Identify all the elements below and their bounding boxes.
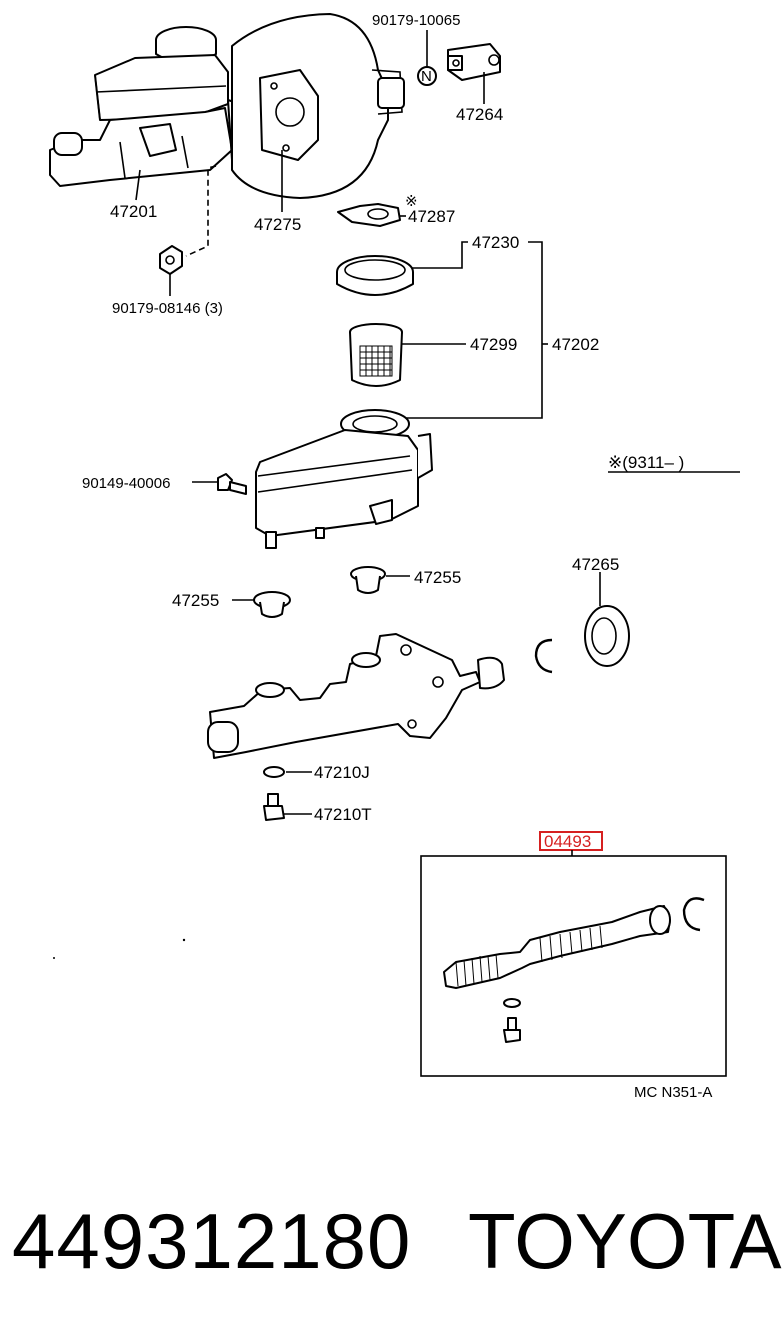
cap-47230 xyxy=(336,255,414,296)
stray-dot xyxy=(53,957,55,959)
grommet-47255-right xyxy=(350,566,386,594)
stray-dot xyxy=(182,938,186,942)
clevis-47264 xyxy=(447,43,501,81)
note-9311: ※(9311– ) xyxy=(608,453,684,472)
kit-washer-icon xyxy=(503,998,521,1008)
seal-47265 xyxy=(584,605,630,667)
snap-ring-icon xyxy=(534,638,553,674)
part-label-47202: 47202 xyxy=(552,335,599,354)
part-label-47287-mark: ※ xyxy=(405,193,418,210)
reservoir-47202 xyxy=(255,409,433,549)
part-label-47265: 47265 xyxy=(572,555,619,574)
part-label-90149-40006: 90149-40006 xyxy=(82,475,170,492)
master-cylinder-body xyxy=(207,633,505,759)
footer-part-number: 449312180 xyxy=(12,1197,412,1285)
part-label-47275: 47275 xyxy=(254,215,301,234)
part-label-47201: 47201 xyxy=(110,202,157,221)
kit-bleeder-icon xyxy=(503,1017,521,1043)
bolt-90149-40006 xyxy=(217,473,247,495)
kit-snap-ring-icon xyxy=(682,897,705,932)
repair-kit-box xyxy=(420,855,727,1077)
part-label-47287: 47287 xyxy=(408,207,455,226)
bracket-47202 xyxy=(405,241,543,419)
footer-brand: TOYOTA xyxy=(468,1197,782,1285)
dashed-leader-90179-08146 xyxy=(185,165,217,257)
master-cylinder-assembly-top xyxy=(49,26,255,187)
piston-assembly-kit xyxy=(443,905,671,989)
leader-47230 xyxy=(412,241,468,269)
brake-booster xyxy=(231,13,405,199)
plate-47287 xyxy=(337,203,401,227)
figure-code: MC N351-A xyxy=(634,1084,712,1101)
part-label-47210T: 47210T xyxy=(314,805,372,824)
leader-47201 xyxy=(135,169,141,201)
bleeder-47210T xyxy=(263,793,285,821)
part-label-47230: 47230 xyxy=(472,233,519,252)
nut-N-label: N xyxy=(421,68,432,85)
kit-label-highlight xyxy=(539,831,603,851)
part-label-47255-left: 47255 xyxy=(172,591,219,610)
part-label-04493: 04493 xyxy=(544,832,591,851)
nut-90179-08146 xyxy=(159,245,183,275)
part-label-47264: 47264 xyxy=(456,105,503,124)
grommet-47255-left xyxy=(253,591,291,618)
strainer-47299 xyxy=(349,323,403,387)
washer-47210J xyxy=(263,766,285,778)
part-label-47210J: 47210J xyxy=(314,763,370,782)
part-label-47255-right: 47255 xyxy=(414,568,461,587)
part-label-47299: 47299 xyxy=(470,335,517,354)
part-label-90179-08146: 90179-08146 (3) xyxy=(112,300,223,317)
part-label-90179-10065: 90179-10065 xyxy=(372,12,460,29)
